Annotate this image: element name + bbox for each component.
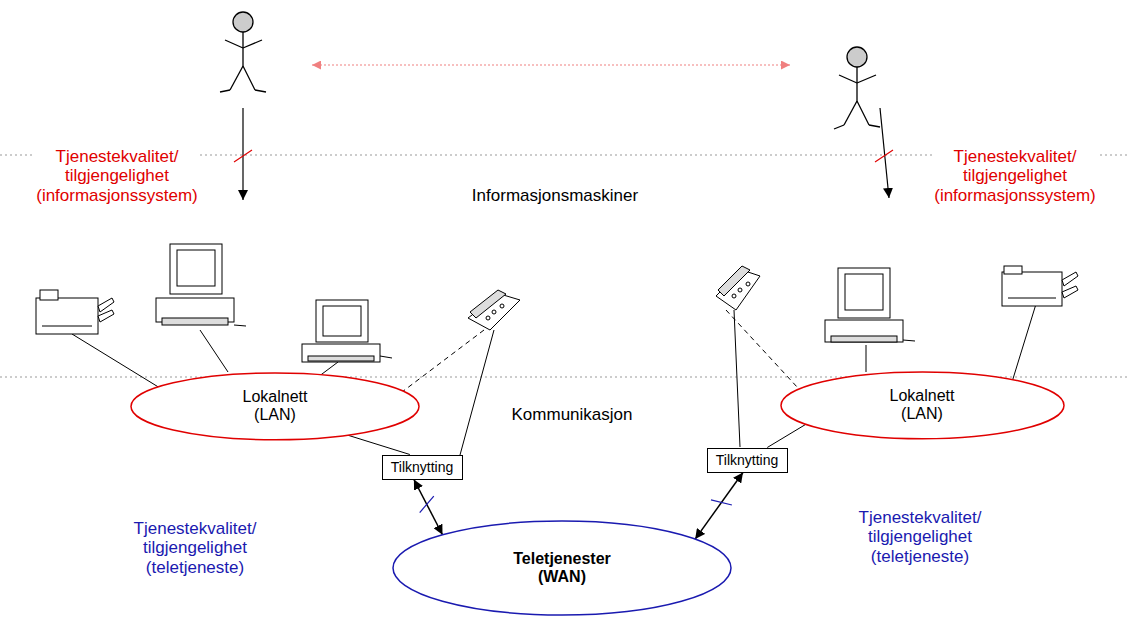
slash-mark	[875, 150, 893, 162]
quality-label: Tjenestekvalitet/ tilgjengelighet (telet…	[132, 519, 259, 576]
lan-ellipse: Lokalnett (LAN)	[780, 371, 1065, 440]
quality-label: Tjenestekvalitet/ tilgjengelighet (telet…	[857, 508, 984, 565]
lan-ellipse: Lokalnett (LAN)	[130, 372, 420, 441]
computer-icon	[825, 268, 915, 342]
node-text: Teletjenester (WAN)	[513, 550, 611, 587]
printer-icon	[36, 290, 114, 334]
layer-label: Kommunikasjon	[510, 405, 635, 424]
connector	[347, 435, 410, 455]
computer-icon	[156, 244, 246, 326]
connector-line	[767, 424, 806, 447]
attachment-box: Tilknytting	[707, 448, 788, 473]
node-text: Lokalnett (LAN)	[243, 388, 308, 425]
phone-icon	[716, 266, 760, 310]
attachment-box: Tilknytting	[382, 455, 463, 480]
connector-line	[347, 435, 410, 455]
node-content: Tilknytting	[383, 456, 462, 479]
node-text: Tilknytting	[716, 452, 779, 468]
down-arrow	[242, 108, 243, 200]
node-text: Tilknytting	[391, 459, 454, 475]
node-text: Lokalnett (LAN)	[890, 387, 955, 424]
node-content: Lokalnett (LAN)	[130, 372, 420, 441]
layer-label: Informasjonsmaskiner	[470, 186, 640, 205]
slash-mark	[711, 500, 732, 505]
connector	[695, 473, 743, 540]
node-content: Teletjenester (WAN)	[392, 520, 732, 616]
phone-lan-wire	[402, 310, 798, 392]
phone-icon	[468, 290, 520, 330]
connector-line	[414, 480, 443, 535]
node-content: Tilknytting	[708, 449, 787, 472]
computer-icon	[302, 300, 392, 362]
node-content: Lokalnett (LAN)	[780, 371, 1065, 440]
quality-label: Tjenestekvalitet/ tilgjengelighet (infor…	[932, 147, 1098, 204]
connector	[767, 424, 806, 447]
person-figure	[220, 12, 266, 92]
connector	[414, 480, 443, 535]
slash-mark	[234, 150, 252, 162]
slash-mark	[420, 496, 434, 512]
wan-ellipse: Teletjenester (WAN)	[392, 520, 732, 616]
person-link	[312, 64, 790, 65]
connector-line	[695, 473, 743, 540]
person-figure	[834, 47, 880, 129]
quality-label: Tjenestekvalitet/ tilgjengelighet (infor…	[34, 147, 200, 204]
printer-icon	[1002, 266, 1078, 306]
